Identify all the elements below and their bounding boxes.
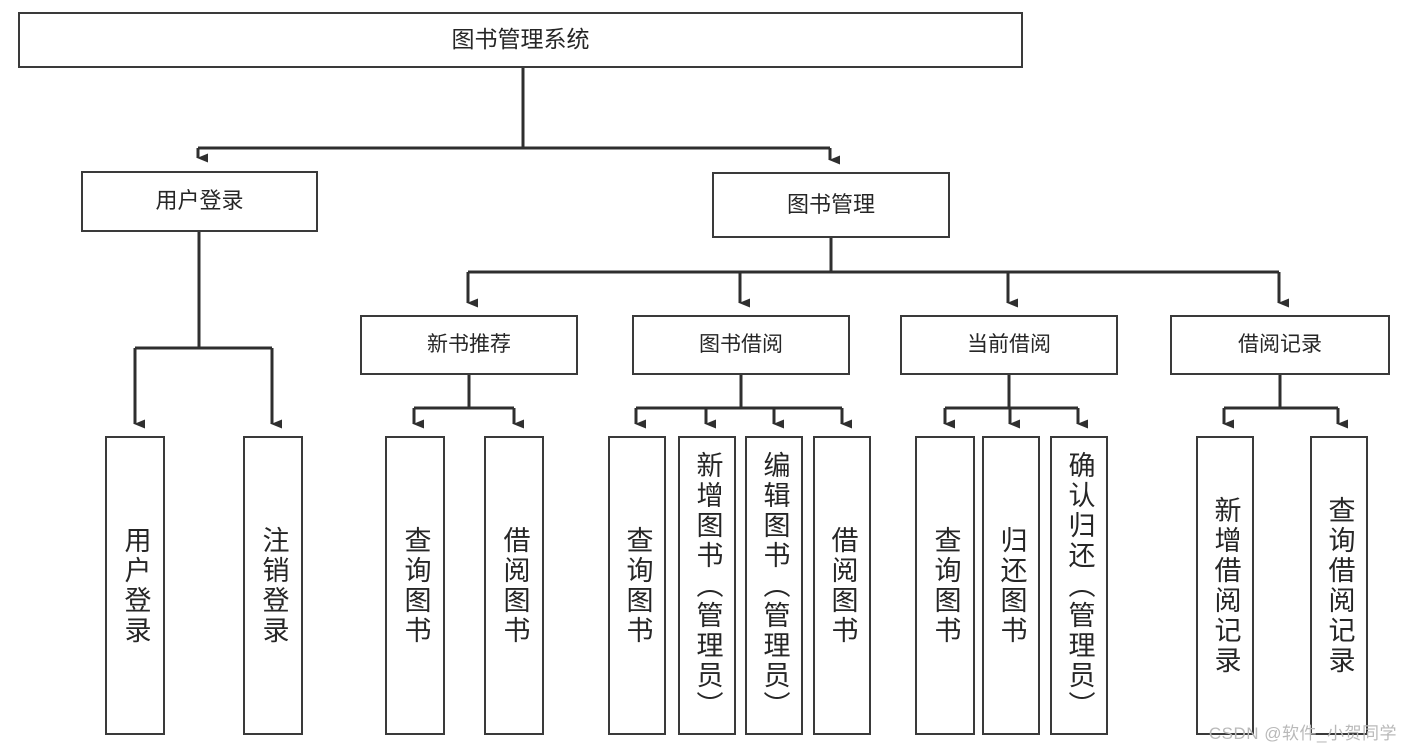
node-new-book-recommend[interactable]: 新书推荐	[360, 315, 578, 375]
node-borrow-record-label: 借阅记录	[1238, 333, 1322, 357]
node-leaf-user-login-label: 用户登录	[120, 525, 151, 646]
node-leaf-logout-label: 注销登录	[258, 525, 289, 646]
node-new-book-recommend-label: 新书推荐	[427, 333, 511, 357]
node-leaf-query-book-1-label: 查询图书	[400, 525, 431, 646]
node-leaf-confirm-return[interactable]: 确认归还（管理员）	[1050, 436, 1108, 735]
node-leaf-borrow-book-1-label: 借阅图书	[499, 525, 530, 646]
node-leaf-query-book-2[interactable]: 查询图书	[608, 436, 666, 735]
node-leaf-query-record-label: 查询借阅记录	[1324, 495, 1355, 676]
node-leaf-confirm-return-label: 确认归还（管理员）	[1064, 450, 1095, 721]
node-book-manage-label: 图书管理	[786, 191, 875, 217]
node-leaf-borrow-book-1[interactable]: 借阅图书	[484, 436, 544, 735]
node-leaf-logout[interactable]: 注销登录	[243, 436, 303, 735]
node-root[interactable]: 图书管理系统	[18, 12, 1023, 68]
node-current-borrow-label: 当前借阅	[967, 333, 1051, 357]
node-leaf-add-record-label: 新增借阅记录	[1210, 495, 1241, 676]
node-leaf-user-login[interactable]: 用户登录	[105, 436, 165, 735]
node-leaf-query-record[interactable]: 查询借阅记录	[1310, 436, 1368, 735]
node-root-label: 图书管理系统	[451, 26, 590, 53]
node-leaf-add-record[interactable]: 新增借阅记录	[1196, 436, 1254, 735]
node-leaf-edit-book[interactable]: 编辑图书（管理员）	[745, 436, 803, 735]
node-book-borrow-label: 图书借阅	[699, 333, 783, 357]
node-leaf-query-book-3[interactable]: 查询图书	[915, 436, 975, 735]
node-leaf-edit-book-label: 编辑图书（管理员）	[759, 450, 790, 721]
node-user-login-label: 用户登录	[155, 188, 244, 214]
node-leaf-return-book[interactable]: 归还图书	[982, 436, 1040, 735]
node-leaf-add-book-label: 新增图书（管理员）	[692, 450, 723, 721]
node-current-borrow[interactable]: 当前借阅	[900, 315, 1118, 375]
node-leaf-return-book-label: 归还图书	[996, 525, 1027, 646]
node-user-login[interactable]: 用户登录	[81, 171, 318, 232]
node-leaf-query-book-3-label: 查询图书	[930, 525, 961, 646]
node-leaf-query-book-2-label: 查询图书	[622, 525, 653, 646]
node-leaf-borrow-book-2-label: 借阅图书	[827, 525, 858, 646]
node-leaf-borrow-book-2[interactable]: 借阅图书	[813, 436, 871, 735]
node-book-borrow[interactable]: 图书借阅	[632, 315, 850, 375]
node-leaf-query-book-1[interactable]: 查询图书	[385, 436, 445, 735]
node-leaf-add-book[interactable]: 新增图书（管理员）	[678, 436, 736, 735]
node-book-manage[interactable]: 图书管理	[712, 172, 950, 238]
node-borrow-record[interactable]: 借阅记录	[1170, 315, 1390, 375]
